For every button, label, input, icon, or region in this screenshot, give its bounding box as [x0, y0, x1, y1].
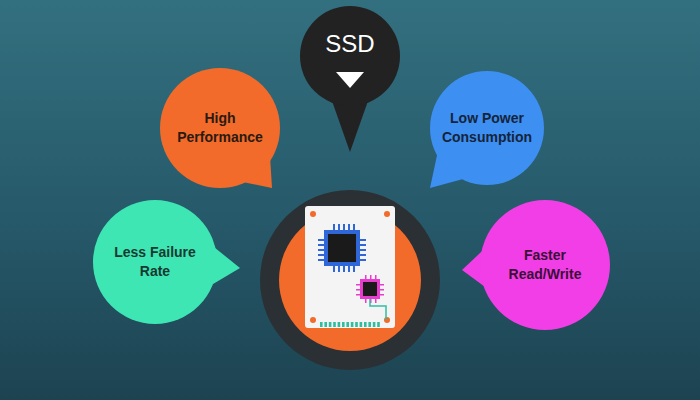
feature-bubble: Less Failure Rate	[93, 200, 217, 324]
mount-hole	[384, 317, 390, 323]
trace	[370, 299, 386, 320]
small-chip-frame	[360, 279, 380, 299]
mount-hole	[310, 317, 316, 323]
bubble-body	[160, 68, 280, 188]
bubble-body	[480, 200, 610, 330]
bubble-shape	[160, 68, 280, 188]
down-triangle	[336, 72, 364, 88]
feature-label: Low Power Consumption	[437, 109, 537, 147]
bubble-shape	[480, 200, 610, 330]
mount-hole	[310, 211, 316, 217]
feature-bubble: High Performance	[160, 68, 280, 188]
feature-label: High Performance	[170, 109, 270, 147]
main-chip-frame	[324, 230, 360, 266]
feature-bubble: Low Power Consumption	[430, 71, 544, 185]
small-chip	[363, 282, 377, 296]
title-bubble: SSD	[300, 6, 400, 106]
outer-ring	[260, 190, 440, 370]
bubble-shape	[430, 71, 544, 185]
mount-hole	[384, 211, 390, 217]
feature-bubble: Faster Read/Write	[480, 200, 610, 330]
edge-connector	[320, 322, 380, 327]
bubble-body	[430, 71, 544, 185]
title-text: SSD	[310, 28, 390, 60]
main-chip	[328, 234, 356, 262]
chip-pins	[356, 275, 384, 303]
bubble-body	[93, 200, 217, 324]
chip-pins	[318, 224, 366, 272]
bubble-shape	[93, 200, 217, 324]
feature-label: Faster Read/Write	[495, 246, 595, 284]
feature-label: Less Failure Rate	[105, 243, 205, 281]
bubble-body	[300, 6, 400, 106]
circuit-board	[305, 206, 395, 328]
